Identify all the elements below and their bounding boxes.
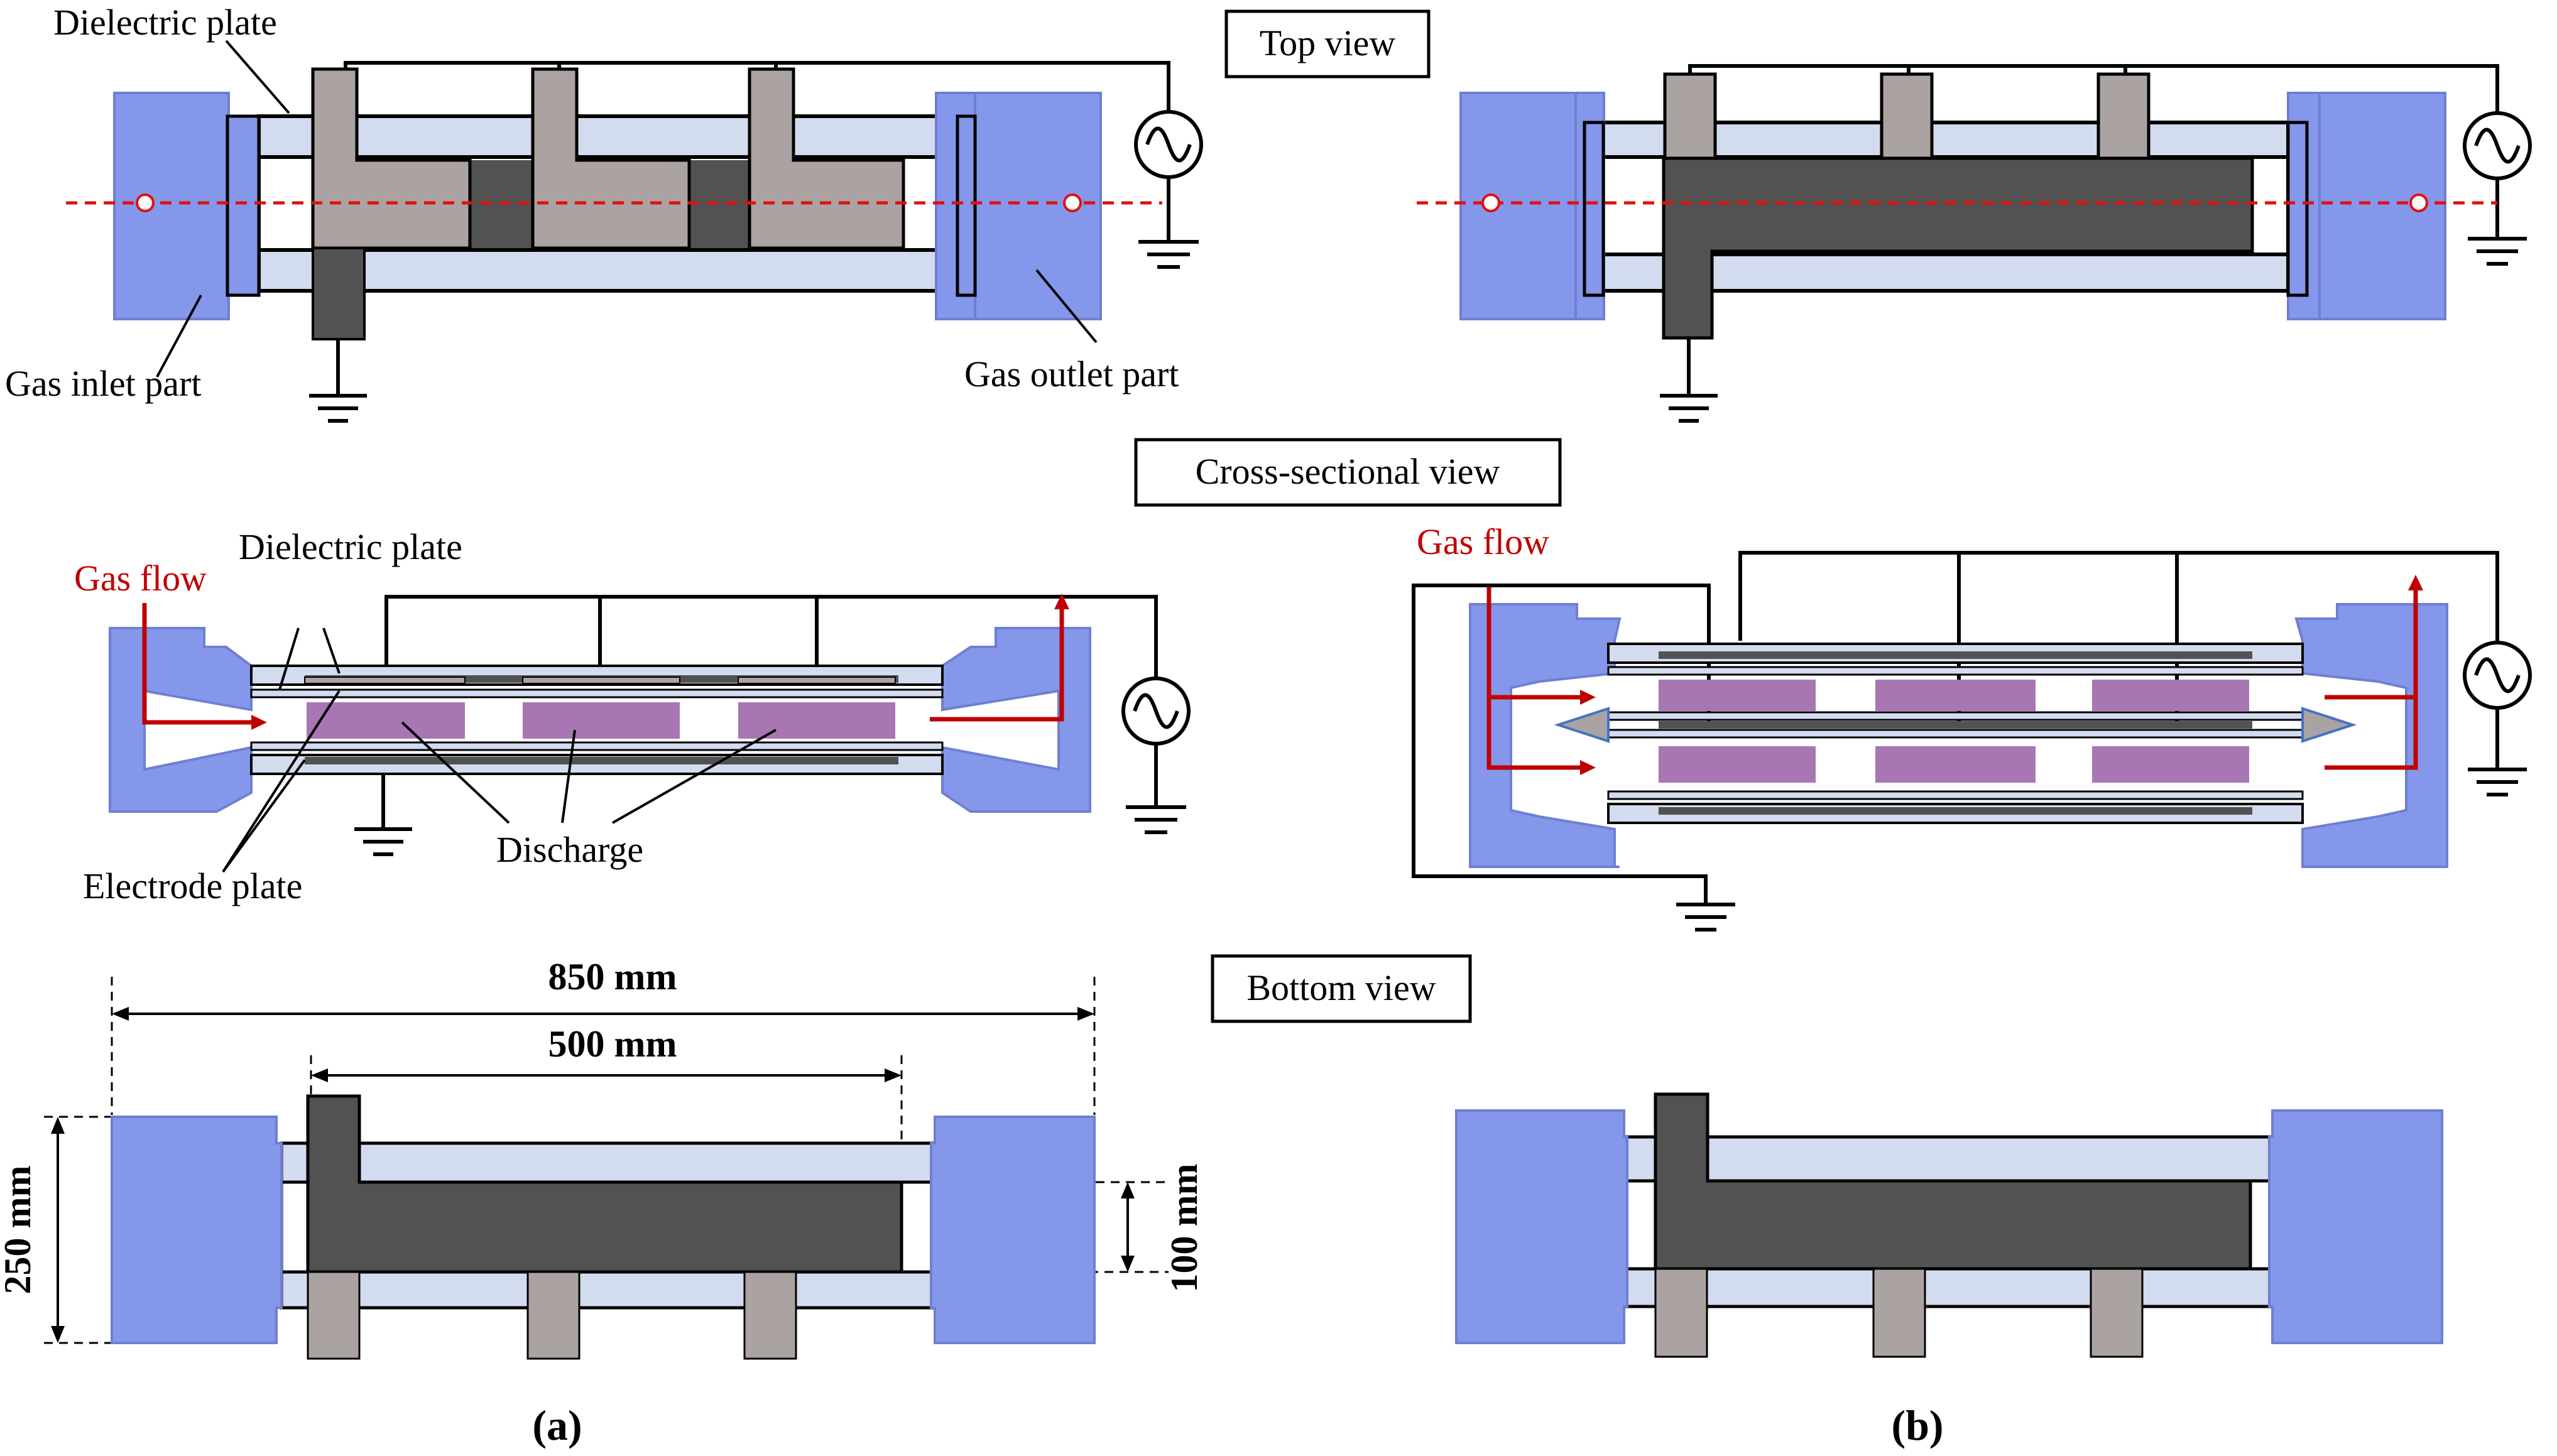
gas-flow-label: Gas flow <box>74 558 207 599</box>
panel-label-a: (a) <box>532 1401 582 1449</box>
gas-inlet-block <box>113 92 230 320</box>
cross-section-a: Gas flow Dielectric plate Discharge Elec… <box>74 526 1191 906</box>
electrode-plate <box>1662 156 2254 340</box>
dimension-250: 250 mm <box>0 1166 38 1295</box>
discharge-zone <box>738 702 895 739</box>
electrode-plate <box>311 67 472 250</box>
discharge-zone <box>2092 680 2249 711</box>
svg-text:Bottom view: Bottom view <box>1246 967 1436 1008</box>
bottom-view-title: Bottom view <box>1211 954 1472 1023</box>
top-view-b <box>1417 64 2532 423</box>
electrode-plate-label: Electrode plate <box>83 866 302 906</box>
gas-outlet-label: Gas outlet part <box>964 354 1179 394</box>
gas-flow-label: Gas flow <box>1417 521 1549 562</box>
electrode-plate <box>531 67 691 250</box>
cross-view-title: Cross-sectional view <box>1134 438 1562 507</box>
discharge-zone <box>523 702 680 739</box>
dimension-850: 850 mm <box>548 956 677 997</box>
top-view-title: Top view <box>1224 9 1431 79</box>
discharge-zone <box>1875 746 2036 783</box>
electrode-plate <box>1654 1092 2252 1271</box>
top-view-a: Dielectric plate Gas inlet part Gas outl… <box>5 2 1203 423</box>
discharge-zone <box>307 702 465 739</box>
electrode-plate <box>306 1094 903 1274</box>
dielectric-plate-label: Dielectric plate <box>239 526 462 567</box>
electrode-plate <box>748 67 905 250</box>
gas-inlet-label: Gas inlet part <box>5 363 201 404</box>
discharge-zone <box>2092 746 2249 783</box>
discharge-zone <box>1875 680 2036 711</box>
wire <box>344 61 1170 119</box>
bottom-view-b <box>1455 1092 2443 1358</box>
cross-section-b: Gas flow <box>1412 521 2532 932</box>
discharge-label: Discharge <box>496 829 643 870</box>
bottom-view-a: 850 mm 500 mm 250 mm 100 mm <box>0 956 1205 1360</box>
discharge-zone <box>1659 680 1816 711</box>
panel-label-b: (b) <box>1891 1401 1943 1449</box>
svg-text:Top view: Top view <box>1260 23 1396 63</box>
discharge-zone <box>1659 746 1816 783</box>
dimension-100: 100 mm <box>1164 1164 1205 1293</box>
svg-text:Cross-sectional view: Cross-sectional view <box>1196 451 1500 492</box>
dielectric-plate-label: Dielectric plate <box>53 2 277 43</box>
dimension-500: 500 mm <box>548 1023 677 1065</box>
